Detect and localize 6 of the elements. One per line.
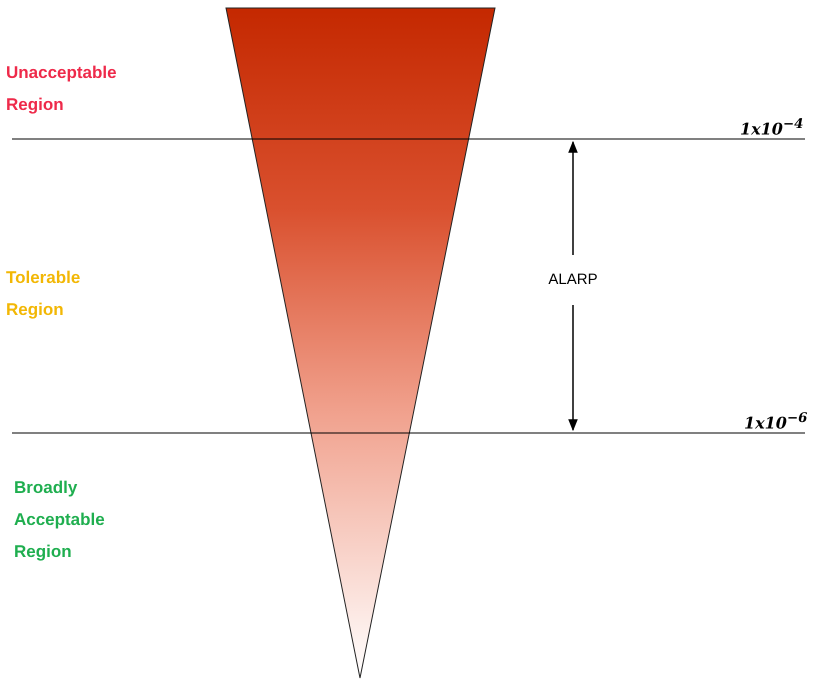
- threshold-label: 1x10$^{−6}$: [744, 409, 808, 434]
- region-label: Unacceptable Region: [6, 62, 118, 116]
- region-label: Broadly Acceptable Region: [14, 477, 106, 563]
- threshold-label: 1x10$^{−4}$: [740, 115, 804, 140]
- dimension-label: ALARP: [547, 270, 599, 290]
- region-label: Tolerable Region: [6, 267, 82, 321]
